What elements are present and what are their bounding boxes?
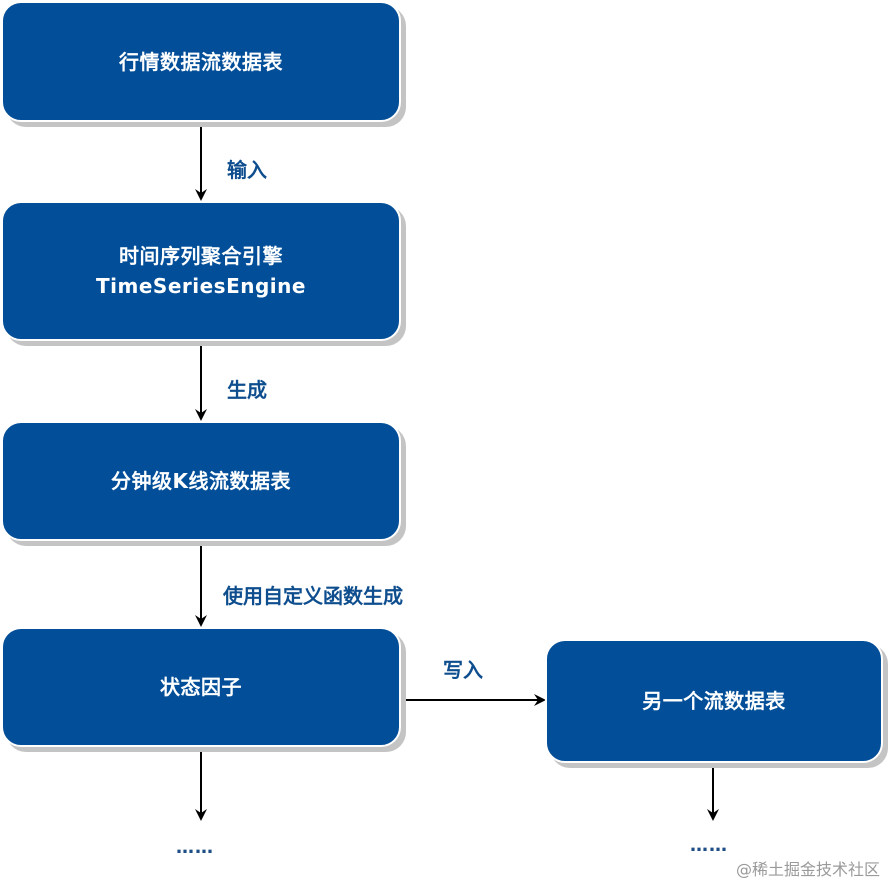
node-engine-label: 时间序列聚合引擎 [119,244,283,268]
continuation-right: …… [690,835,728,856]
node-engine[interactable]: 时间序列聚合引擎 TimeSeriesEngine [1,201,401,341]
watermark: @稀土掘金技术社区 [735,860,880,879]
edge-label-write: 写入 [443,658,483,682]
node-other-stream-label: 另一个流数据表 [642,689,786,713]
node-other-stream[interactable]: 另一个流数据表 [545,639,883,763]
node-market-stream[interactable]: 行情数据流数据表 [1,1,401,122]
edge-label-generate: 生成 [227,378,267,402]
node-engine-sublabel: TimeSeriesEngine [96,274,306,298]
continuation-left: …… [176,837,214,858]
node-market-stream-label: 行情数据流数据表 [119,49,283,74]
edge-label-udf-generate: 使用自定义函数生成 [223,584,403,608]
node-kline-stream-label: 分钟级K线流数据表 [111,469,291,493]
node-state-factor-label: 状态因子 [160,675,242,699]
node-state-factor[interactable]: 状态因子 [1,627,401,747]
node-kline-stream[interactable]: 分钟级K线流数据表 [1,421,401,541]
edge-label-input: 输入 [227,158,267,182]
